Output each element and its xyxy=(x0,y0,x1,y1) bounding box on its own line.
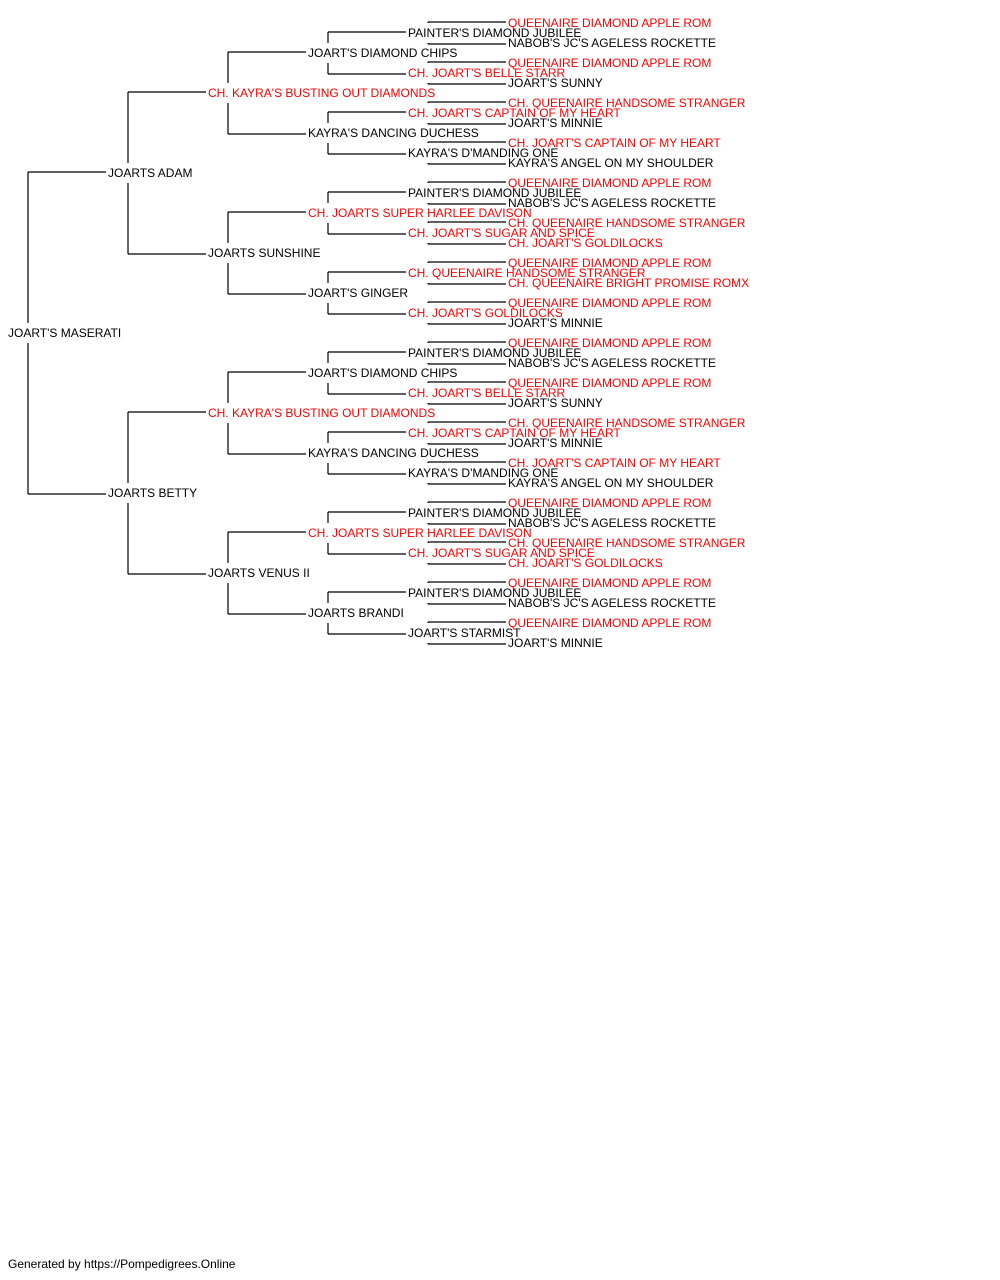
ancestor-name: JOART'S MINNIE xyxy=(508,116,603,130)
ancestor-name: QUEENAIRE DIAMOND APPLE ROM xyxy=(508,16,711,30)
ancestor-name: CH. JOART'S CAPTAIN OF MY HEART xyxy=(408,426,621,440)
ancestor-name: NABOB'S JC'S AGELESS ROCKETTE xyxy=(508,196,716,210)
ancestor-name: KAYRA'S D'MANDING ONE xyxy=(408,466,558,480)
ancestor-name: CH. QUEENAIRE HANDSOME STRANGER xyxy=(508,96,746,110)
ancestor-name: PAINTER'S DIAMOND JUBILEE xyxy=(408,586,581,600)
ancestor-name: KAYRA'S ANGEL ON MY SHOULDER xyxy=(508,476,714,490)
ancestor-name: KAYRA'S DANCING DUCHESS xyxy=(308,126,479,140)
ancestor-name: JOART'S STARMIST xyxy=(408,626,521,640)
ancestor-name: CH. KAYRA'S BUSTING OUT DIAMONDS xyxy=(208,86,435,100)
ancestor-name: JOARTS SUNSHINE xyxy=(208,246,320,260)
ancestor-name: JOART'S DIAMOND CHIPS xyxy=(308,46,457,60)
ancestor-name: JOARTS ADAM xyxy=(108,166,192,180)
ancestor-name: QUEENAIRE DIAMOND APPLE ROM xyxy=(508,376,711,390)
ancestor-name: CH. JOART'S GOLDILOCKS xyxy=(508,556,663,570)
ancestor-name: QUEENAIRE DIAMOND APPLE ROM xyxy=(508,56,711,70)
ancestor-name: CH. QUEENAIRE HANDSOME STRANGER xyxy=(508,416,746,430)
ancestor-name: QUEENAIRE DIAMOND APPLE ROM xyxy=(508,296,711,310)
ancestor-name: JOARTS BETTY xyxy=(108,486,197,500)
ancestor-name: CH. JOART'S CAPTAIN OF MY HEART xyxy=(508,136,721,150)
ancestor-name: PAINTER'S DIAMOND JUBILEE xyxy=(408,346,581,360)
ancestor-name: JOARTS VENUS II xyxy=(208,566,310,580)
ancestor-name: NABOB'S JC'S AGELESS ROCKETTE xyxy=(508,36,716,50)
ancestor-name: JOART'S DIAMOND CHIPS xyxy=(308,366,457,380)
ancestor-name: NABOB'S JC'S AGELESS ROCKETTE xyxy=(508,596,716,610)
ancestor-name: CH. KAYRA'S BUSTING OUT DIAMONDS xyxy=(208,406,435,420)
ancestor-name: CH. JOART'S BELLE STARR xyxy=(408,386,566,400)
ancestor-name: CH. QUEENAIRE BRIGHT PROMISE ROMX xyxy=(508,276,749,290)
ancestor-name: PAINTER'S DIAMOND JUBILEE xyxy=(408,186,581,200)
ancestor-name: QUEENAIRE DIAMOND APPLE ROM xyxy=(508,336,711,350)
ancestor-name: QUEENAIRE DIAMOND APPLE ROM xyxy=(508,616,711,630)
ancestor-name: QUEENAIRE DIAMOND APPLE ROM xyxy=(508,176,711,190)
ancestor-name: NABOB'S JC'S AGELESS ROCKETTE xyxy=(508,516,716,530)
footer-credit: Generated by https://Pompedigrees.Online xyxy=(8,1257,236,1271)
ancestor-name: QUEENAIRE DIAMOND APPLE ROM xyxy=(508,256,711,270)
ancestor-name: NABOB'S JC'S AGELESS ROCKETTE xyxy=(508,356,716,370)
ancestor-name: CH. JOARTS SUPER HARLEE DAVISON xyxy=(308,526,532,540)
ancestor-name: JOART'S GINGER xyxy=(308,286,408,300)
ancestor-name: JOART'S SUNNY xyxy=(508,396,603,410)
ancestor-name: CH. JOART'S SUGAR AND SPICE xyxy=(408,226,595,240)
ancestor-name: CH. JOART'S BELLE STARR xyxy=(408,66,566,80)
ancestor-name: CH. JOARTS SUPER HARLEE DAVISON xyxy=(308,206,532,220)
ancestor-name: QUEENAIRE DIAMOND APPLE ROM xyxy=(508,576,711,590)
ancestor-name: JOART'S MINNIE xyxy=(508,436,603,450)
ancestor-name: CH. JOART'S GOLDILOCKS xyxy=(508,236,663,250)
ancestor-name: PAINTER'S DIAMOND JUBILEE xyxy=(408,26,581,40)
subject-name: JOART'S MASERATI xyxy=(8,326,121,340)
ancestor-name: QUEENAIRE DIAMOND APPLE ROM xyxy=(508,496,711,510)
ancestor-name: KAYRA'S D'MANDING ONE xyxy=(408,146,558,160)
ancestor-name: JOART'S MINNIE xyxy=(508,636,603,650)
ancestor-name: CH. JOART'S GOLDILOCKS xyxy=(408,306,563,320)
ancestor-name: CH. QUEENAIRE HANDSOME STRANGER xyxy=(408,266,646,280)
ancestor-name: CH. QUEENAIRE HANDSOME STRANGER xyxy=(508,536,746,550)
ancestor-name: JOARTS BRANDI xyxy=(308,606,404,620)
ancestor-name: KAYRA'S ANGEL ON MY SHOULDER xyxy=(508,156,714,170)
ancestor-name: CH. JOART'S CAPTAIN OF MY HEART xyxy=(408,106,621,120)
ancestor-name: CH. QUEENAIRE HANDSOME STRANGER xyxy=(508,216,746,230)
ancestor-name: CH. JOART'S SUGAR AND SPICE xyxy=(408,546,595,560)
ancestor-name: KAYRA'S DANCING DUCHESS xyxy=(308,446,479,460)
ancestor-name: CH. JOART'S CAPTAIN OF MY HEART xyxy=(508,456,721,470)
ancestor-name: JOART'S MINNIE xyxy=(508,316,603,330)
ancestor-name: PAINTER'S DIAMOND JUBILEE xyxy=(408,506,581,520)
ancestor-name: JOART'S SUNNY xyxy=(508,76,603,90)
